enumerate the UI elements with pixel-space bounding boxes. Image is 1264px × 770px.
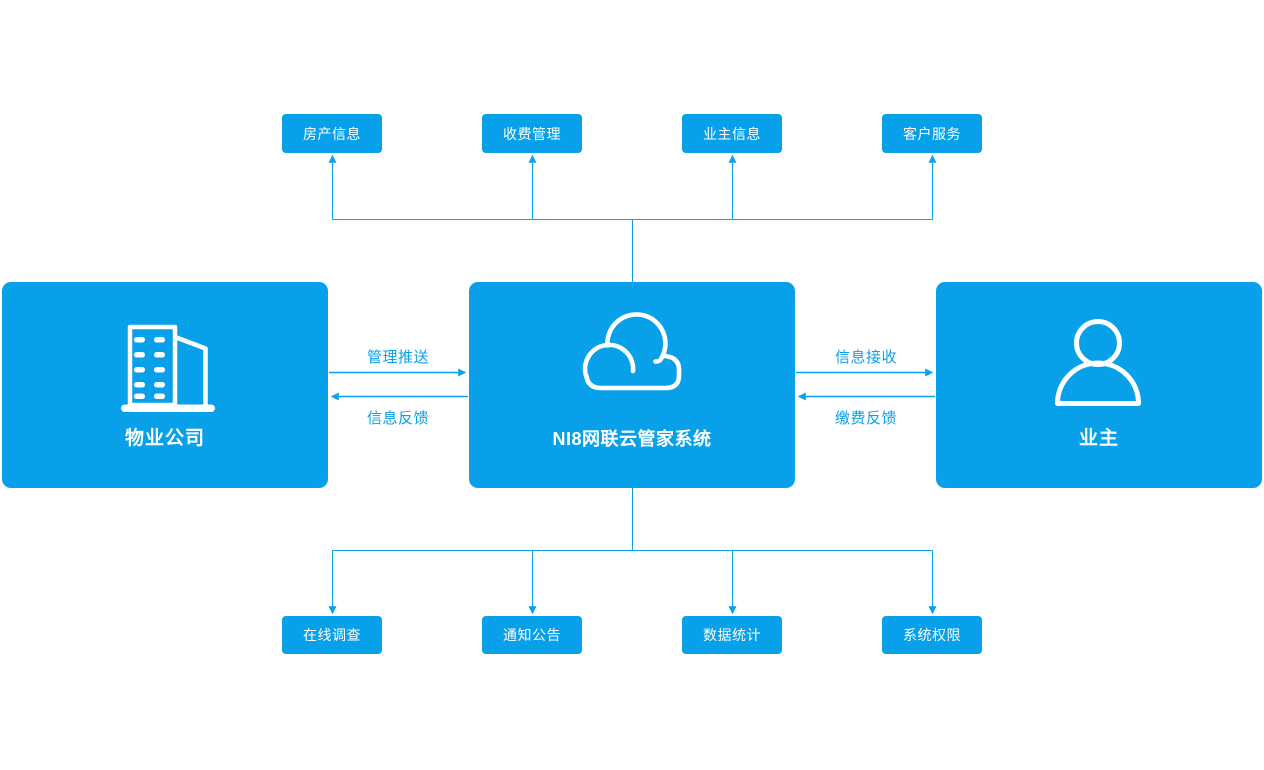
node-label: 收费管理 <box>503 125 561 142</box>
actor-owner: 业主 <box>936 282 1262 488</box>
node-label: 业主信息 <box>703 125 761 142</box>
actor-property-company: 物业公司 <box>2 282 328 488</box>
node-housing-info: 房产信息 <box>282 114 382 153</box>
node-online-survey: 在线调查 <box>282 616 382 654</box>
node-label: 数据统计 <box>703 627 761 643</box>
node-customer-service: 客户服务 <box>882 114 982 153</box>
node-fee-management: 收费管理 <box>482 114 582 153</box>
node-label: 房产信息 <box>303 125 361 142</box>
node-notice-announcement: 通知公告 <box>482 616 582 654</box>
node-label: 系统权限 <box>903 627 961 643</box>
actor-label: NI8网联云管家系统 <box>552 429 712 449</box>
person-icon <box>1055 319 1141 406</box>
node-label: 客户服务 <box>903 125 961 142</box>
node-label: 通知公告 <box>503 627 561 643</box>
edge-label-manage-push: 管理推送 <box>366 349 429 366</box>
node-owner-info: 业主信息 <box>682 114 782 153</box>
actor-label: 业主 <box>1078 428 1119 449</box>
building-icon <box>121 324 215 412</box>
node-system-permissions: 系统权限 <box>882 616 982 654</box>
edge-label-info-receive: 信息接收 <box>834 349 897 366</box>
edge-label-info-feedback: 信息反馈 <box>366 410 429 427</box>
node-label: 在线调查 <box>303 627 361 643</box>
node-data-statistics: 数据统计 <box>682 616 782 654</box>
cloud-icon <box>582 312 682 391</box>
actor-label: 物业公司 <box>124 428 205 449</box>
actor-cloud-system: NI8网联云管家系统 <box>469 282 795 488</box>
edge-label-payment-feedback: 缴费反馈 <box>834 410 897 427</box>
